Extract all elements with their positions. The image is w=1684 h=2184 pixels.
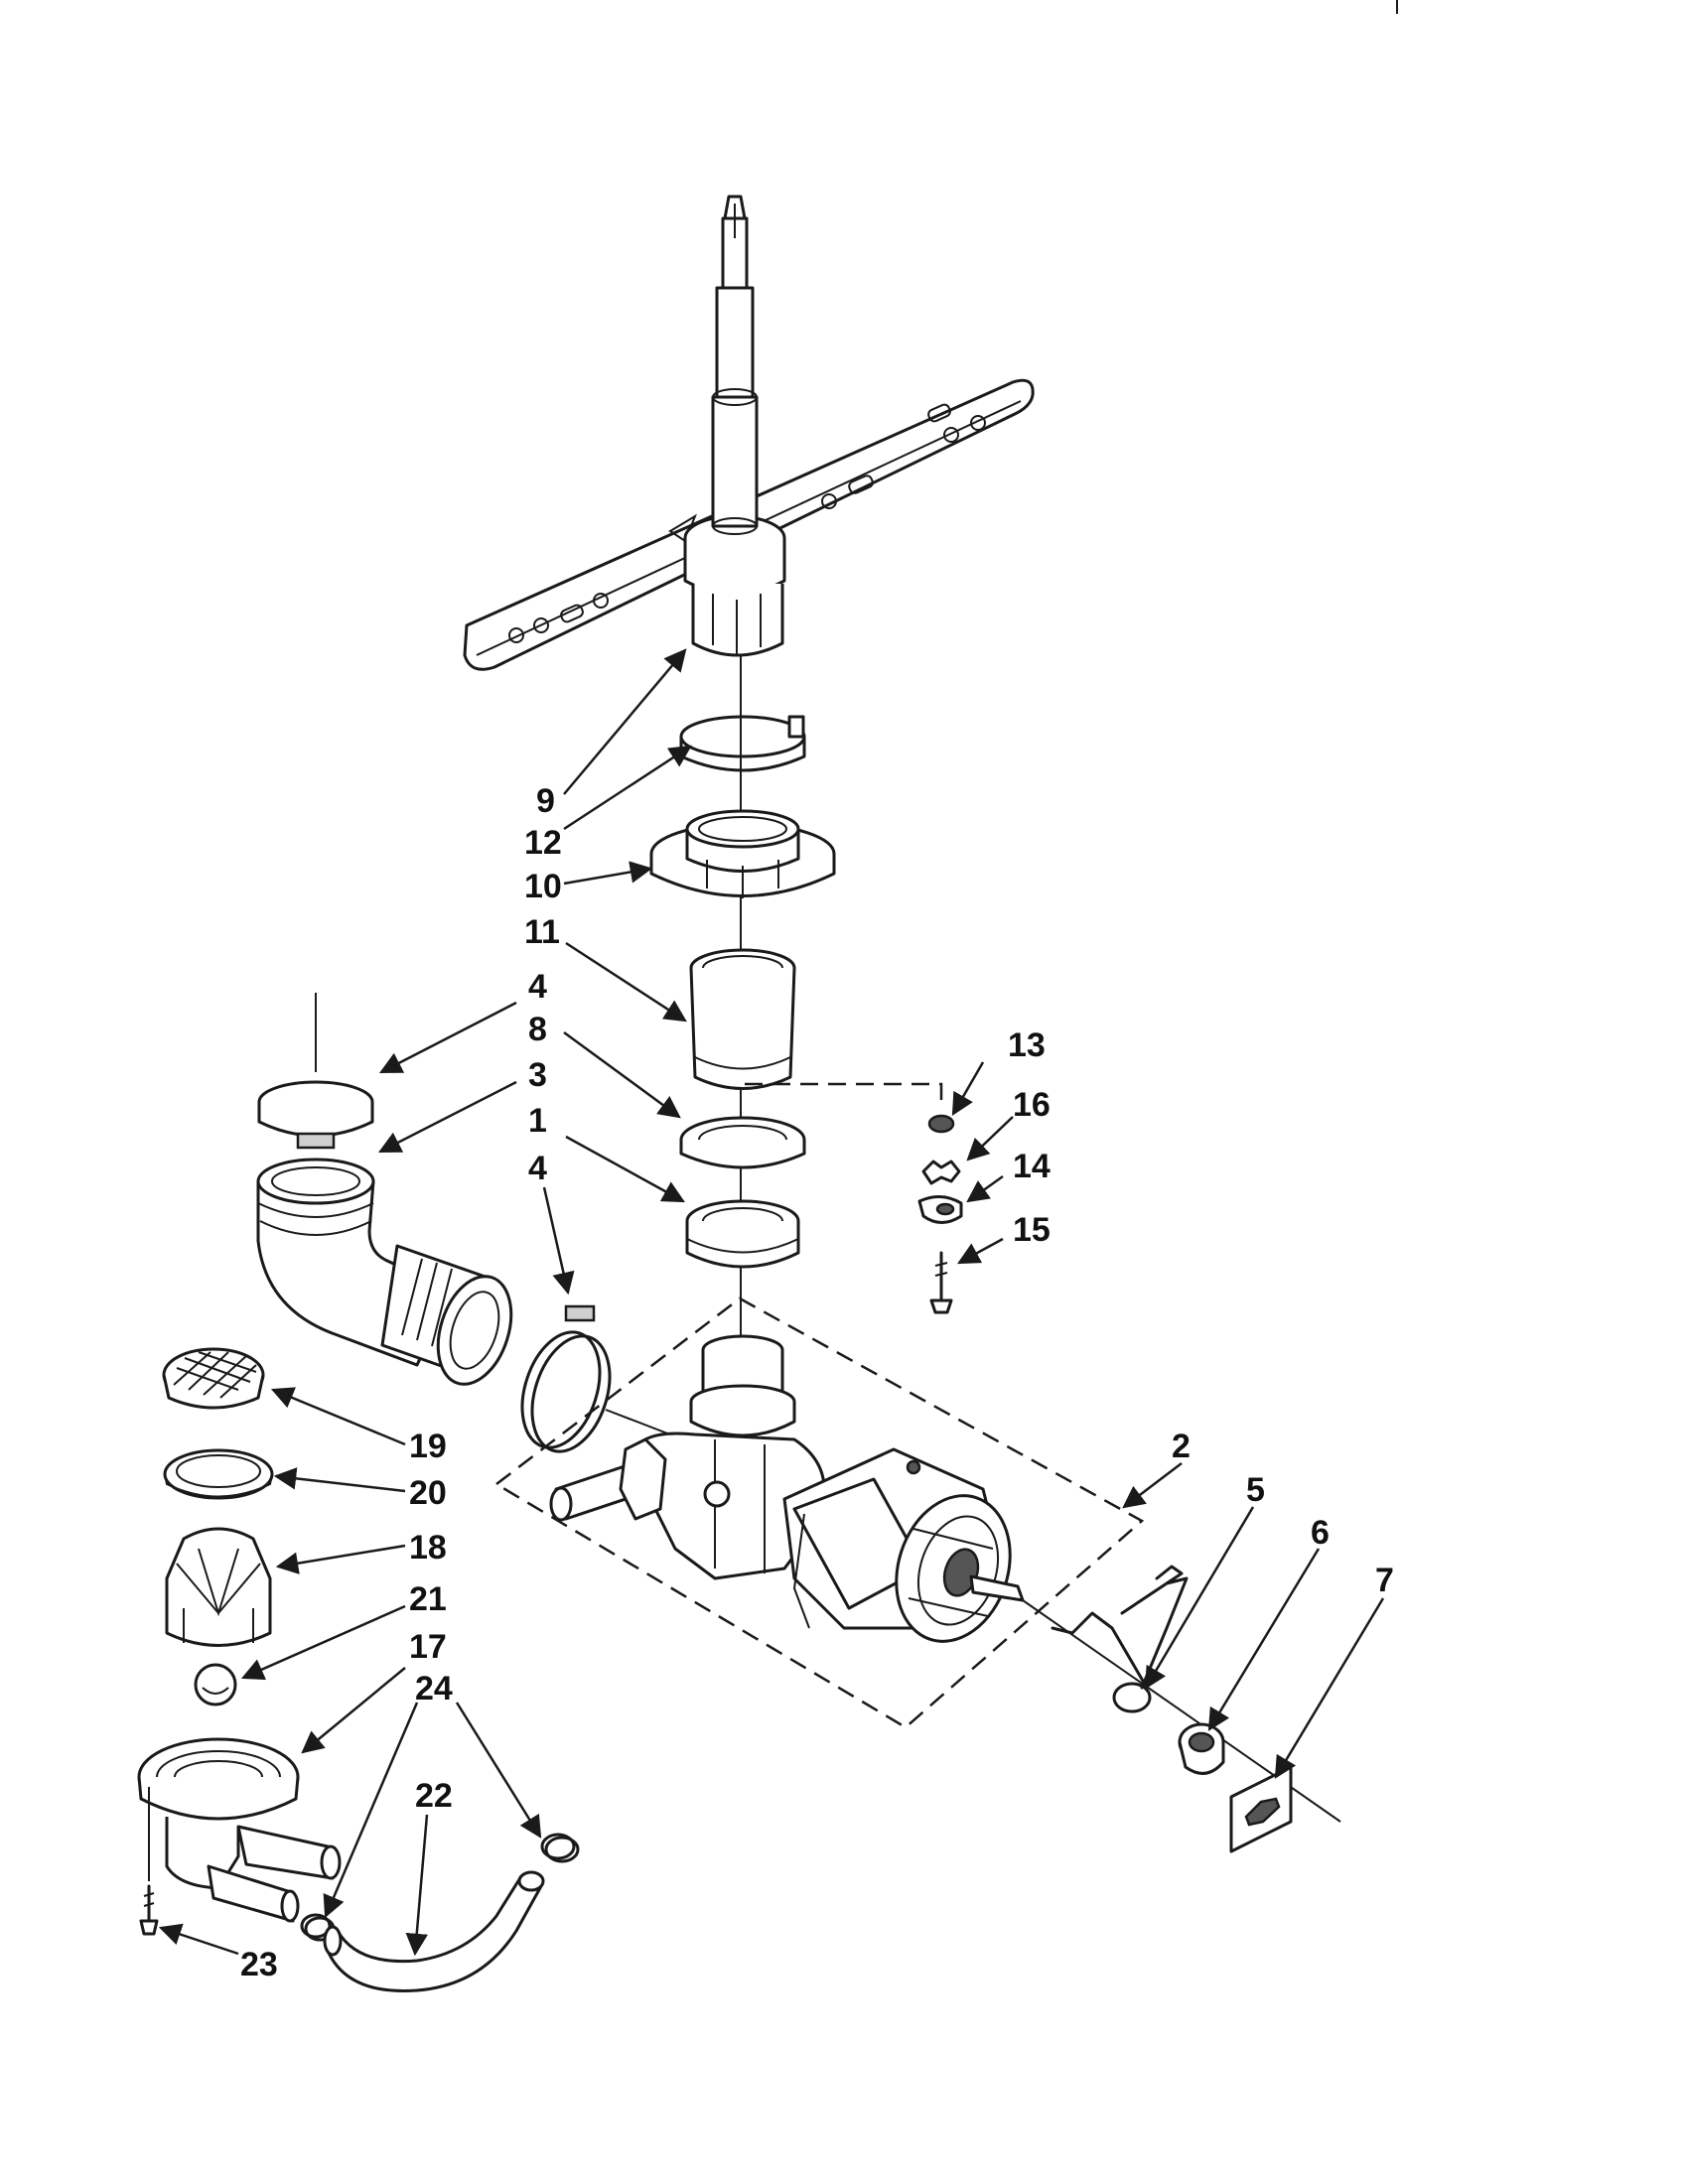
callout-6: 6 <box>1311 1514 1330 1552</box>
part-3-elbow-hose <box>256 1158 513 1386</box>
callout-17: 17 <box>409 1628 447 1666</box>
part-23-screw <box>139 1884 159 1936</box>
part-11-bearing-cup <box>689 948 796 1090</box>
callout-10: 10 <box>524 868 562 905</box>
part-15-screw <box>929 1251 953 1314</box>
callout-9: 9 <box>536 782 555 820</box>
callout-12: 12 <box>524 824 562 862</box>
part-10-ring-nut <box>649 809 836 898</box>
callout-22: 22 <box>415 1777 453 1815</box>
callout-16: 16 <box>1013 1086 1051 1124</box>
callout-23: 23 <box>240 1946 278 1983</box>
callout-20: 20 <box>409 1474 447 1512</box>
callout-19: 19 <box>409 1428 447 1465</box>
part-14-bracket <box>917 1195 963 1224</box>
part-21-check-ball <box>194 1663 237 1706</box>
callout-8: 8 <box>528 1011 547 1048</box>
callout-15: 15 <box>1013 1211 1051 1249</box>
part-16-star-washer <box>921 1160 961 1185</box>
part-7-gasket-plate <box>1229 1765 1293 1853</box>
callout-2: 2 <box>1172 1428 1191 1465</box>
callout-1: 1 <box>528 1102 547 1140</box>
part-18-filter-cone <box>165 1527 272 1647</box>
part-2-pump-motor-assembly <box>493 1297 1341 1823</box>
part-17-sump-housing <box>137 1737 342 1923</box>
part-13-nut <box>927 1114 955 1134</box>
part-8-gasket <box>679 1116 806 1169</box>
callout-11: 11 <box>524 913 560 951</box>
leader-lines <box>158 648 1385 1957</box>
part-24-hose-clamp-right <box>540 1833 580 1863</box>
callout-4-upper: 4 <box>528 968 547 1006</box>
part-5-wire-clip <box>1051 1565 1189 1713</box>
part-1-seal <box>685 1199 800 1269</box>
callout-14: 14 <box>1013 1148 1051 1185</box>
part-6-bushing <box>1178 1722 1225 1775</box>
callout-24: 24 <box>415 1670 453 1707</box>
part-4-lower-clamp <box>520 1304 671 1453</box>
callout-21: 21 <box>409 1580 447 1618</box>
callout-4-lower: 4 <box>528 1150 547 1187</box>
part-22-drain-hose <box>323 1870 545 1992</box>
part-19-strainer-grille <box>162 1347 265 1410</box>
callout-3: 3 <box>528 1056 547 1094</box>
part-4-upper-clamp <box>257 993 374 1150</box>
callout-labels: 9 12 10 11 4 8 3 1 4 13 16 14 15 2 5 6 7… <box>240 782 1394 1983</box>
callout-13: 13 <box>1008 1026 1046 1064</box>
guide-line-13 <box>745 1082 943 1110</box>
part-12-snap-ring <box>679 715 806 772</box>
part-9-spray-arm <box>463 195 1035 671</box>
callout-7: 7 <box>1375 1562 1394 1599</box>
part-20-ring <box>163 1448 274 1500</box>
callout-18: 18 <box>409 1529 447 1567</box>
callout-5: 5 <box>1246 1471 1265 1509</box>
